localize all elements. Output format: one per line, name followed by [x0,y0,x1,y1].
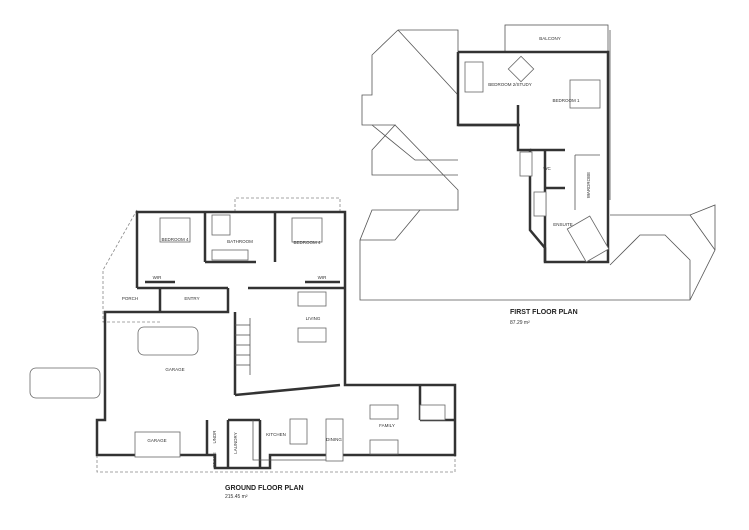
room-label-wir-left: WIR [153,275,162,280]
room-label-garage-lower: GARAGE [147,438,166,443]
first-floor-plan: BALCONY BEDROOM 2/STUDY BEDROOM 1 WC WAR… [456,24,610,326]
ground-floor-plan: BEDROOM 4 BATHROOM BEDROOM 4 WIR WIR POR… [29,197,457,500]
room-label-store: STORE [212,452,217,467]
room-label-bedroom-right: BEDROOM 4 [293,240,321,245]
room-label-kitchen: KITCHEN [266,432,286,437]
room-label-living: LIVING [306,316,321,321]
room-label-laundry: LAUNDRY [233,432,238,453]
car [29,367,101,399]
room-label-entry: ENTRY [184,296,199,301]
room-label-porch: PORCH [122,296,138,301]
room-label-wardrobe: WARDROBE [586,172,591,198]
room-label-wc: WC [543,166,551,171]
room-label-balcony: BALCONY [539,36,561,41]
first-floor-title: FIRST FLOOR PLAN [510,309,578,316]
room-label-bedroom2: BEDROOM 2/STUDY [488,82,532,87]
car [137,326,199,356]
room-label-bathroom: BATHROOM [227,239,253,244]
room-label-undr: UNDR [212,430,217,444]
room-label-dining: DINING [326,437,342,442]
room-label-family: FAMILY [379,423,395,428]
room-label-bedroom1: BEDROOM 1 [552,98,580,103]
ground-floor-area: 215.45 m² [225,494,248,500]
room-label-bedroom-left: BEDROOM 4 [161,237,189,242]
ground-floor-title: GROUND FLOOR PLAN [225,485,304,492]
room-label-wir-right: WIR [318,275,327,280]
room-label-garage-upper: GARAGE [165,367,184,372]
room-label-ensuite: ENSUITE [553,222,573,227]
first-floor-area: 87.29 m² [510,320,530,326]
roof-outline [359,29,716,301]
